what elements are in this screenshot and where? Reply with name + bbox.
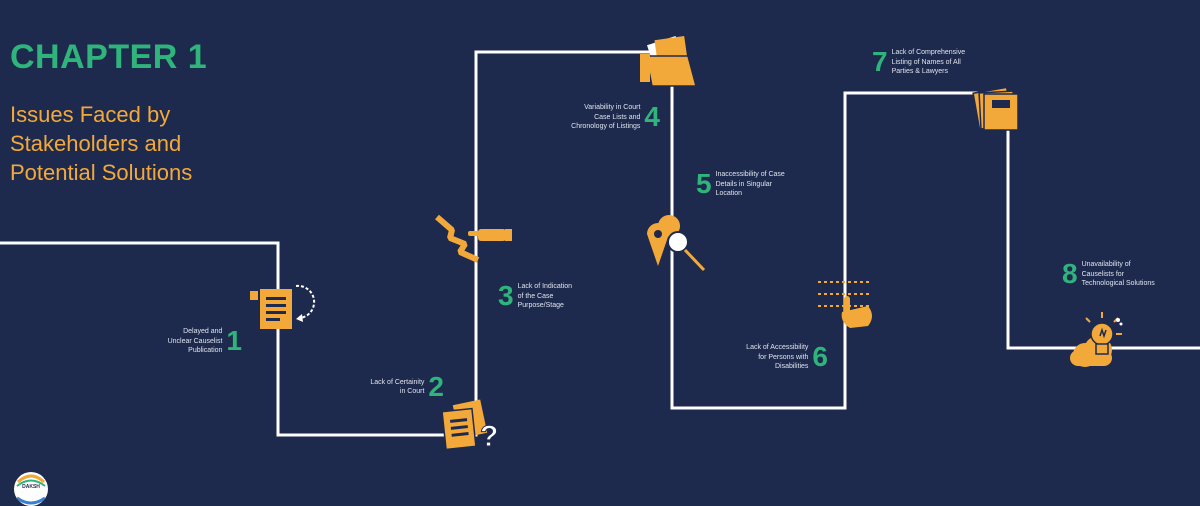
issue-number: 6 <box>812 341 828 373</box>
chapter-subtitle: Issues Faced by Stakeholders and Potenti… <box>10 100 270 187</box>
issue-description: Unavailability of Causelists for Technol… <box>1082 260 1155 289</box>
issue-line: Parties & Lawyers <box>891 68 948 75</box>
daksh-logo-icon: DAKSH <box>14 472 48 506</box>
subtitle-line: Stakeholders and <box>10 131 182 156</box>
issue-line: Disabilities <box>774 363 809 370</box>
issue-5-label: Inaccessibility of Case Details in Singu… <box>696 170 785 199</box>
issue-line: Publication <box>188 347 223 354</box>
location-search-icon <box>647 215 706 272</box>
issue-line: of the Case <box>517 292 554 300</box>
issue-number: 7 <box>872 46 888 78</box>
braille-hand-icon <box>818 281 872 328</box>
issue-line: Chronology of Listings <box>571 123 641 130</box>
issue-line: Details in Singular <box>715 180 772 188</box>
issue-number: 1 <box>226 325 242 357</box>
document-refresh-icon <box>250 284 316 329</box>
issue-7-label: Lack of Comprehensive Listing of Names o… <box>872 48 965 77</box>
issue-line: Lack of Indication <box>517 283 573 290</box>
issue-description: Lack of Accessibility for Persons with D… <box>746 343 808 372</box>
issue-number: 8 <box>1062 258 1078 290</box>
issue-2-label: Lack of Certainity in Court 2 <box>370 373 444 401</box>
issue-line: Lack of Accessibility <box>746 344 809 351</box>
issue-line: Case Lists and <box>594 113 641 121</box>
issue-line: Lack of Comprehensive <box>891 49 966 56</box>
issue-6-label: Lack of Accessibility for Persons with D… <box>746 343 828 372</box>
issue-description: Delayed and Unclear Causelist Publicatio… <box>168 327 223 356</box>
open-folder-icon <box>640 35 697 87</box>
subtitle-line: Issues Faced by <box>10 102 171 127</box>
issue-line: Unavailability of <box>1081 261 1131 268</box>
issue-4-label: Variability in Court Case Lists and Chro… <box>571 103 660 132</box>
issue-description: Inaccessibility of Case Details in Singu… <box>716 170 785 199</box>
chapter-title: CHAPTER 1 <box>10 38 208 76</box>
zigzag-pointing-hand-icon <box>435 214 512 263</box>
issue-line: Technological Solutions <box>1081 280 1155 287</box>
issue-line: in Court <box>399 388 425 395</box>
issue-line: Lack of Certainity <box>370 378 425 386</box>
issue-line: Delayed and <box>183 328 223 335</box>
issue-1-label: Delayed and Unclear Causelist Publicatio… <box>168 327 242 356</box>
issue-line: Variability in Court <box>584 104 641 111</box>
svg-text:?: ? <box>480 420 498 453</box>
issue-line: Location <box>715 190 743 197</box>
issue-line: Unclear Causelist <box>167 337 223 345</box>
issue-number: 5 <box>696 168 712 200</box>
issue-number: 4 <box>644 101 660 133</box>
issue-description: Lack of Indication of the Case Purpose/S… <box>518 282 572 311</box>
issue-line: Listing of Names of All <box>891 58 961 66</box>
lightbulb-cloud-icon <box>1070 312 1123 367</box>
issue-line: Inaccessibility of Case <box>715 171 785 178</box>
issue-3-label: Lack of Indication of the Case Purpose/S… <box>498 282 572 311</box>
subtitle-line: Potential Solutions <box>10 160 193 185</box>
issue-description: Lack of Certainity in Court <box>370 378 424 397</box>
issue-line: Causelists for <box>1081 270 1124 278</box>
issue-description: Variability in Court Case Lists and Chro… <box>571 103 640 132</box>
issue-number: 3 <box>498 280 514 312</box>
documents-question-icon: ? <box>441 399 499 454</box>
issue-line: for Persons with <box>758 353 809 361</box>
stacked-files-icon <box>972 86 1019 131</box>
issue-line: Purpose/Stage <box>517 302 564 309</box>
issue-8-label: Unavailability of Causelists for Technol… <box>1062 260 1155 289</box>
issue-number: 2 <box>428 371 444 402</box>
issue-description: Lack of Comprehensive Listing of Names o… <box>892 48 966 77</box>
logo-text: DAKSH <box>22 484 40 490</box>
